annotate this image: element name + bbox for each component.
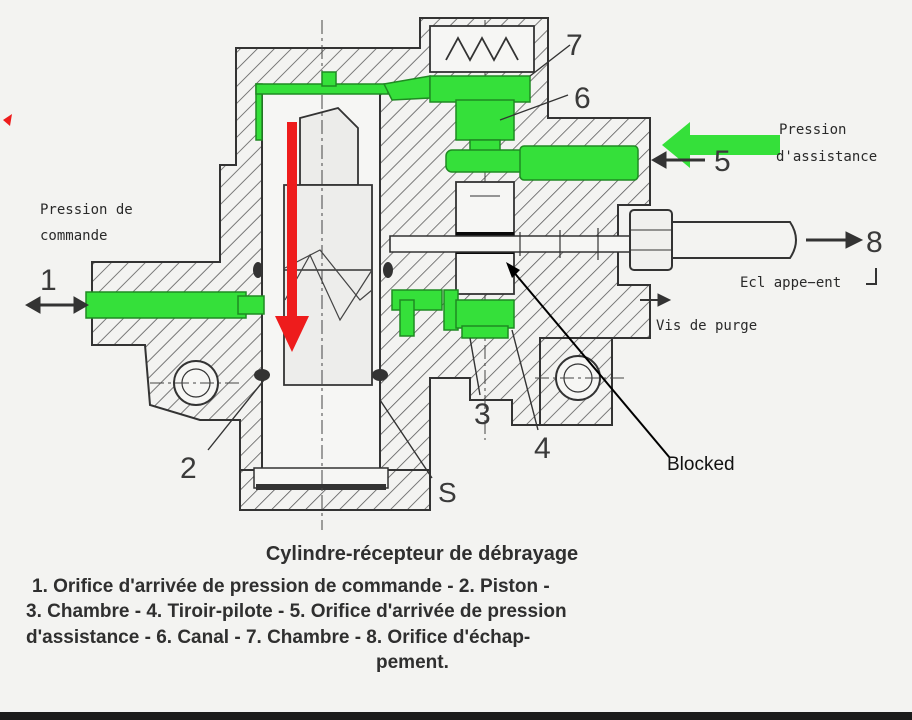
labels: Pression de commande Pression d'assistan… xyxy=(40,122,877,475)
fluid-passages xyxy=(85,71,639,339)
exhaust-screw xyxy=(389,209,797,271)
number-8: 8 xyxy=(866,226,883,259)
label-blocked: Blocked xyxy=(667,454,735,475)
bottom-bar xyxy=(0,712,912,720)
legend-line-1: 1. Orifice d'arrivée de pression de comm… xyxy=(32,576,550,597)
part-numbers: 1 2 3 4 5 6 7 8 S xyxy=(40,29,883,508)
seals xyxy=(253,262,393,490)
number-3: 3 xyxy=(474,398,491,431)
number-1: 1 xyxy=(40,264,57,297)
label-pression-commande-1: Pression de xyxy=(40,202,133,218)
label-echappement: Ecl appe−ent xyxy=(740,275,841,291)
number-6: 6 xyxy=(574,82,591,115)
label-pression-commande-2: commande xyxy=(40,228,107,244)
label-pression-assistance-1: Pression xyxy=(779,122,846,138)
assistance-flow-arrow xyxy=(662,122,780,168)
number-4: 4 xyxy=(534,432,551,465)
legend-line-3: d'assistance - 6. Canal - 7. Chambre - 8… xyxy=(26,627,530,648)
number-2: 2 xyxy=(180,452,197,485)
caption: Cylindre-récepteur de débrayage 1. Orifi… xyxy=(26,543,578,673)
piston-travel-arrow xyxy=(275,122,309,352)
legend-line-2: 3. Chambre - 4. Tiroir-pilote - 5. Orifi… xyxy=(26,601,567,622)
leader-lines xyxy=(207,44,571,479)
red-mark xyxy=(3,114,12,126)
flow-arrows xyxy=(24,151,877,314)
legend-line-4: pement. xyxy=(376,652,449,673)
label-vis-de-purge: Vis de purge xyxy=(656,318,757,334)
label-pression-assistance-2: d'assistance xyxy=(776,149,877,165)
number-7: 7 xyxy=(566,29,583,62)
caption-title: Cylindre-récepteur de débrayage xyxy=(266,543,578,565)
spring-chamber xyxy=(429,25,535,73)
number-5: 5 xyxy=(714,145,731,178)
blocked-pointer xyxy=(506,262,671,459)
label-s: S xyxy=(438,477,457,508)
piston xyxy=(283,106,373,386)
